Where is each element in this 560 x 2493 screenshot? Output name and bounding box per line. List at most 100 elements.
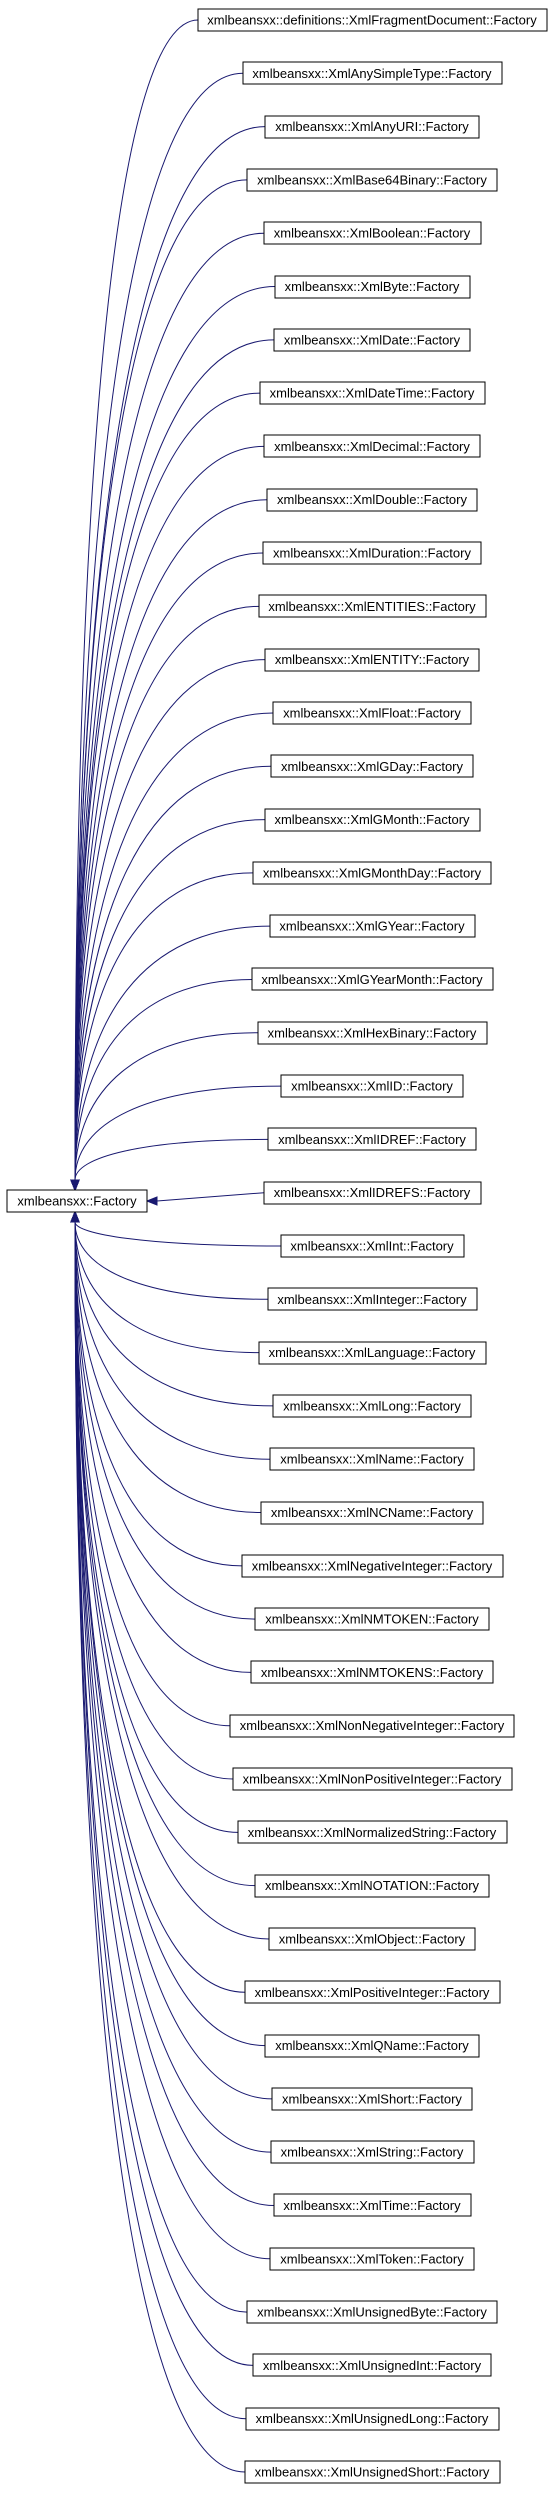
derived-class-node-xmlnotation[interactable]: xmlbeansxx::XmlNOTATION::Factory [254, 1874, 490, 1898]
inheritance-edge-definitions-xmlfragmentdocument [74, 19, 199, 1181]
derived-class-node-xmlncname[interactable]: xmlbeansxx::XmlNCName::Factory [260, 1501, 484, 1525]
derived-class-node-xmlshort[interactable]: xmlbeansxx::XmlShort::Factory [271, 2087, 473, 2111]
derived-class-node-xmltoken[interactable]: xmlbeansxx::XmlToken::Factory [269, 2247, 475, 2271]
class-label: xmlbeansxx::XmlIDREF::Factory [278, 1132, 466, 1147]
class-box [242, 61, 503, 85]
class-box [260, 1501, 484, 1525]
class-box [262, 541, 482, 565]
inheritance-edge-xmlnormalizedstring [74, 1221, 239, 1833]
class-box [252, 861, 492, 885]
derived-class-node-xmltime[interactable]: xmlbeansxx::XmlTime::Factory [273, 2193, 472, 2217]
inheritance-edge-xmlqname [74, 1221, 266, 2047]
arrowhead [70, 1210, 80, 1223]
class-label: xmlbeansxx::XmlName::Factory [280, 1452, 464, 1467]
class-box [237, 1820, 508, 1844]
derived-class-node-xmldatetime[interactable]: xmlbeansxx::XmlDateTime::Factory [259, 381, 486, 405]
inheritance-edge-xmlfloat [74, 712, 274, 1181]
derived-class-node-xmlbyte[interactable]: xmlbeansxx::XmlByte::Factory [274, 275, 471, 299]
class-label: xmlbeansxx::XmlUnsignedShort::Factory [255, 2465, 490, 2480]
derived-class-node-xmlidref[interactable]: xmlbeansxx::XmlIDREF::Factory [267, 1127, 477, 1151]
class-label: xmlbeansxx::XmlUnsignedInt::Factory [263, 2358, 482, 2373]
derived-class-node-definitions-xmlfragmentdocument[interactable]: xmlbeansxx::definitions::XmlFragmentDocu… [197, 8, 548, 32]
derived-class-node-xmlpositiveinteger[interactable]: xmlbeansxx::XmlPositiveInteger::Factory [244, 1980, 501, 2004]
inheritance-edge-xmlgyear [74, 925, 271, 1181]
derived-class-node-xmldate[interactable]: xmlbeansxx::XmlDate::Factory [273, 328, 471, 352]
class-label: xmlbeansxx::XmlByte::Factory [285, 279, 460, 294]
class-box [269, 1447, 475, 1471]
class-label: xmlbeansxx::XmlLanguage::Factory [269, 1345, 476, 1360]
derived-class-node-xmlnmtokens[interactable]: xmlbeansxx::XmlNMTOKENS::Factory [250, 1660, 494, 1684]
derived-class-node-xmlunsignedint[interactable]: xmlbeansxx::XmlUnsignedInt::Factory [252, 2353, 492, 2377]
derived-class-node-xmldouble[interactable]: xmlbeansxx::XmlDouble::Factory [266, 488, 478, 512]
class-box [269, 2247, 475, 2271]
derived-class-node-xmlfloat[interactable]: xmlbeansxx::XmlFloat::Factory [272, 701, 472, 725]
inheritance-edges [70, 19, 282, 2473]
derived-class-node-xmlnormalizedstring[interactable]: xmlbeansxx::XmlNormalizedString::Factory [237, 1820, 508, 1844]
derived-class-node-xmlobject[interactable]: xmlbeansxx::XmlObject::Factory [268, 1927, 476, 1951]
inheritance-edge-xmlanyuri [74, 126, 266, 1181]
derived-class-node-xmlgyear[interactable]: xmlbeansxx::XmlGYear::Factory [269, 914, 476, 938]
derived-class-node-xmlunsignedbyte[interactable]: xmlbeansxx::XmlUnsignedByte::Factory [246, 2300, 498, 2324]
derived-class-node-xmlidrefs[interactable]: xmlbeansxx::XmlIDREFS::Factory [263, 1181, 482, 1205]
derived-class-node-xmlunsignedlong[interactable]: xmlbeansxx::XmlUnsignedLong::Factory [245, 2407, 500, 2431]
derived-class-node-xmlunsignedshort[interactable]: xmlbeansxx::XmlUnsignedShort::Factory [244, 2460, 501, 2484]
derived-class-node-xmlanyuri[interactable]: xmlbeansxx::XmlAnyURI::Factory [264, 115, 480, 139]
derived-class-node-xmlhexbinary[interactable]: xmlbeansxx::XmlHexBinary::Factory [257, 1021, 488, 1045]
inheritance-edge-xmlgmonthday [74, 872, 254, 1181]
class-box [258, 594, 487, 618]
inheritance-edge-xmlobject [74, 1221, 270, 1940]
derived-class-node-xmlentities[interactable]: xmlbeansxx::XmlENTITIES::Factory [258, 594, 487, 618]
class-box [259, 381, 486, 405]
derived-class-node-xmlboolean[interactable]: xmlbeansxx::XmlBoolean::Factory [263, 221, 482, 245]
class-label: xmlbeansxx::definitions::XmlFragmentDocu… [207, 13, 537, 28]
derived-class-node-xmlstring[interactable]: xmlbeansxx::XmlString::Factory [270, 2140, 475, 2164]
derived-class-node-xmllanguage[interactable]: xmlbeansxx::XmlLanguage::Factory [258, 1341, 487, 1365]
inheritance-edge-xmlnmtoken [74, 1221, 256, 1620]
class-label: xmlbeansxx::XmlIDREFS::Factory [274, 1185, 471, 1200]
class-box [270, 2140, 475, 2164]
derived-class-node-xmlentity[interactable]: xmlbeansxx::XmlENTITY::Factory [264, 648, 480, 672]
derived-class-node-xmlnonpositiveinteger[interactable]: xmlbeansxx::XmlNonPositiveInteger::Facto… [232, 1767, 513, 1791]
class-label: xmlbeansxx::XmlNMTOKEN::Factory [265, 1612, 479, 1627]
inheritance-edge-xmlentities [74, 605, 260, 1181]
base-class-node[interactable]: xmlbeansxx::Factory [6, 1189, 148, 1213]
class-box [273, 2193, 472, 2217]
class-box [263, 1181, 482, 1205]
derived-class-node-xmlduration[interactable]: xmlbeansxx::XmlDuration::Factory [262, 541, 482, 565]
derived-class-node-xmlname[interactable]: xmlbeansxx::XmlName::Factory [269, 1447, 475, 1471]
inheritance-edge-xmlint [74, 1221, 282, 1247]
derived-class-node-xmlid[interactable]: xmlbeansxx::XmlID::Factory [280, 1074, 464, 1098]
derived-class-node-xmlbase64binary[interactable]: xmlbeansxx::XmlBase64Binary::Factory [246, 168, 498, 192]
derived-class-node-xmlnmtoken[interactable]: xmlbeansxx::XmlNMTOKEN::Factory [254, 1607, 490, 1631]
derived-class-node-xmldecimal[interactable]: xmlbeansxx::XmlDecimal::Factory [263, 434, 481, 458]
derived-class-node-xmlqname[interactable]: xmlbeansxx::XmlQName::Factory [264, 2034, 480, 2058]
inheritance-edge-xmlgday [74, 765, 272, 1181]
derived-class-node-xmlgmonth[interactable]: xmlbeansxx::XmlGMonth::Factory [264, 808, 481, 832]
class-label: xmlbeansxx::XmlDateTime::Factory [270, 386, 475, 401]
derived-class-node-xmlnegativeinteger[interactable]: xmlbeansxx::XmlNegativeInteger::Factory [241, 1554, 504, 1578]
inheritance-edge-xmlgmonth [74, 819, 266, 1181]
derived-class-node-xmlnonnegativeinteger[interactable]: xmlbeansxx::XmlNonNegativeInteger::Facto… [229, 1714, 515, 1738]
inheritance-edge-xmlbase64binary [74, 179, 248, 1181]
inheritance-edge-xmlinteger [74, 1221, 269, 1300]
class-label: xmlbeansxx::XmlInteger::Factory [277, 1292, 467, 1307]
class-box [263, 434, 481, 458]
derived-class-node-xmlgday[interactable]: xmlbeansxx::XmlGDay::Factory [270, 754, 474, 778]
class-label: xmlbeansxx::XmlNegativeInteger::Factory [252, 1558, 493, 1573]
class-label: xmlbeansxx::XmlGDay::Factory [281, 759, 464, 774]
derived-class-node-xmlgmonthday[interactable]: xmlbeansxx::XmlGMonthDay::Factory [252, 861, 492, 885]
class-label: xmlbeansxx::XmlGMonth::Factory [274, 812, 470, 827]
inheritance-edge-xmllanguage [74, 1221, 260, 1354]
derived-class-node-xmlint[interactable]: xmlbeansxx::XmlInt::Factory [280, 1234, 465, 1258]
derived-class-node-xmlanysimpletype[interactable]: xmlbeansxx::XmlAnySimpleType::Factory [242, 61, 503, 85]
derived-class-node-xmllong[interactable]: xmlbeansxx::XmlLong::Factory [272, 1394, 472, 1418]
class-box [252, 2353, 492, 2377]
derived-class-node-xmlgyearmonth[interactable]: xmlbeansxx::XmlGYearMonth::Factory [251, 967, 494, 991]
class-box [246, 2300, 498, 2324]
derived-class-node-xmlinteger[interactable]: xmlbeansxx::XmlInteger::Factory [267, 1287, 478, 1311]
class-label: xmlbeansxx::XmlHexBinary::Factory [268, 1025, 477, 1040]
inheritance-edge-xmlnegativeinteger [74, 1221, 243, 1567]
class-box [229, 1714, 515, 1738]
class-box [267, 1287, 478, 1311]
class-box [250, 1660, 494, 1684]
